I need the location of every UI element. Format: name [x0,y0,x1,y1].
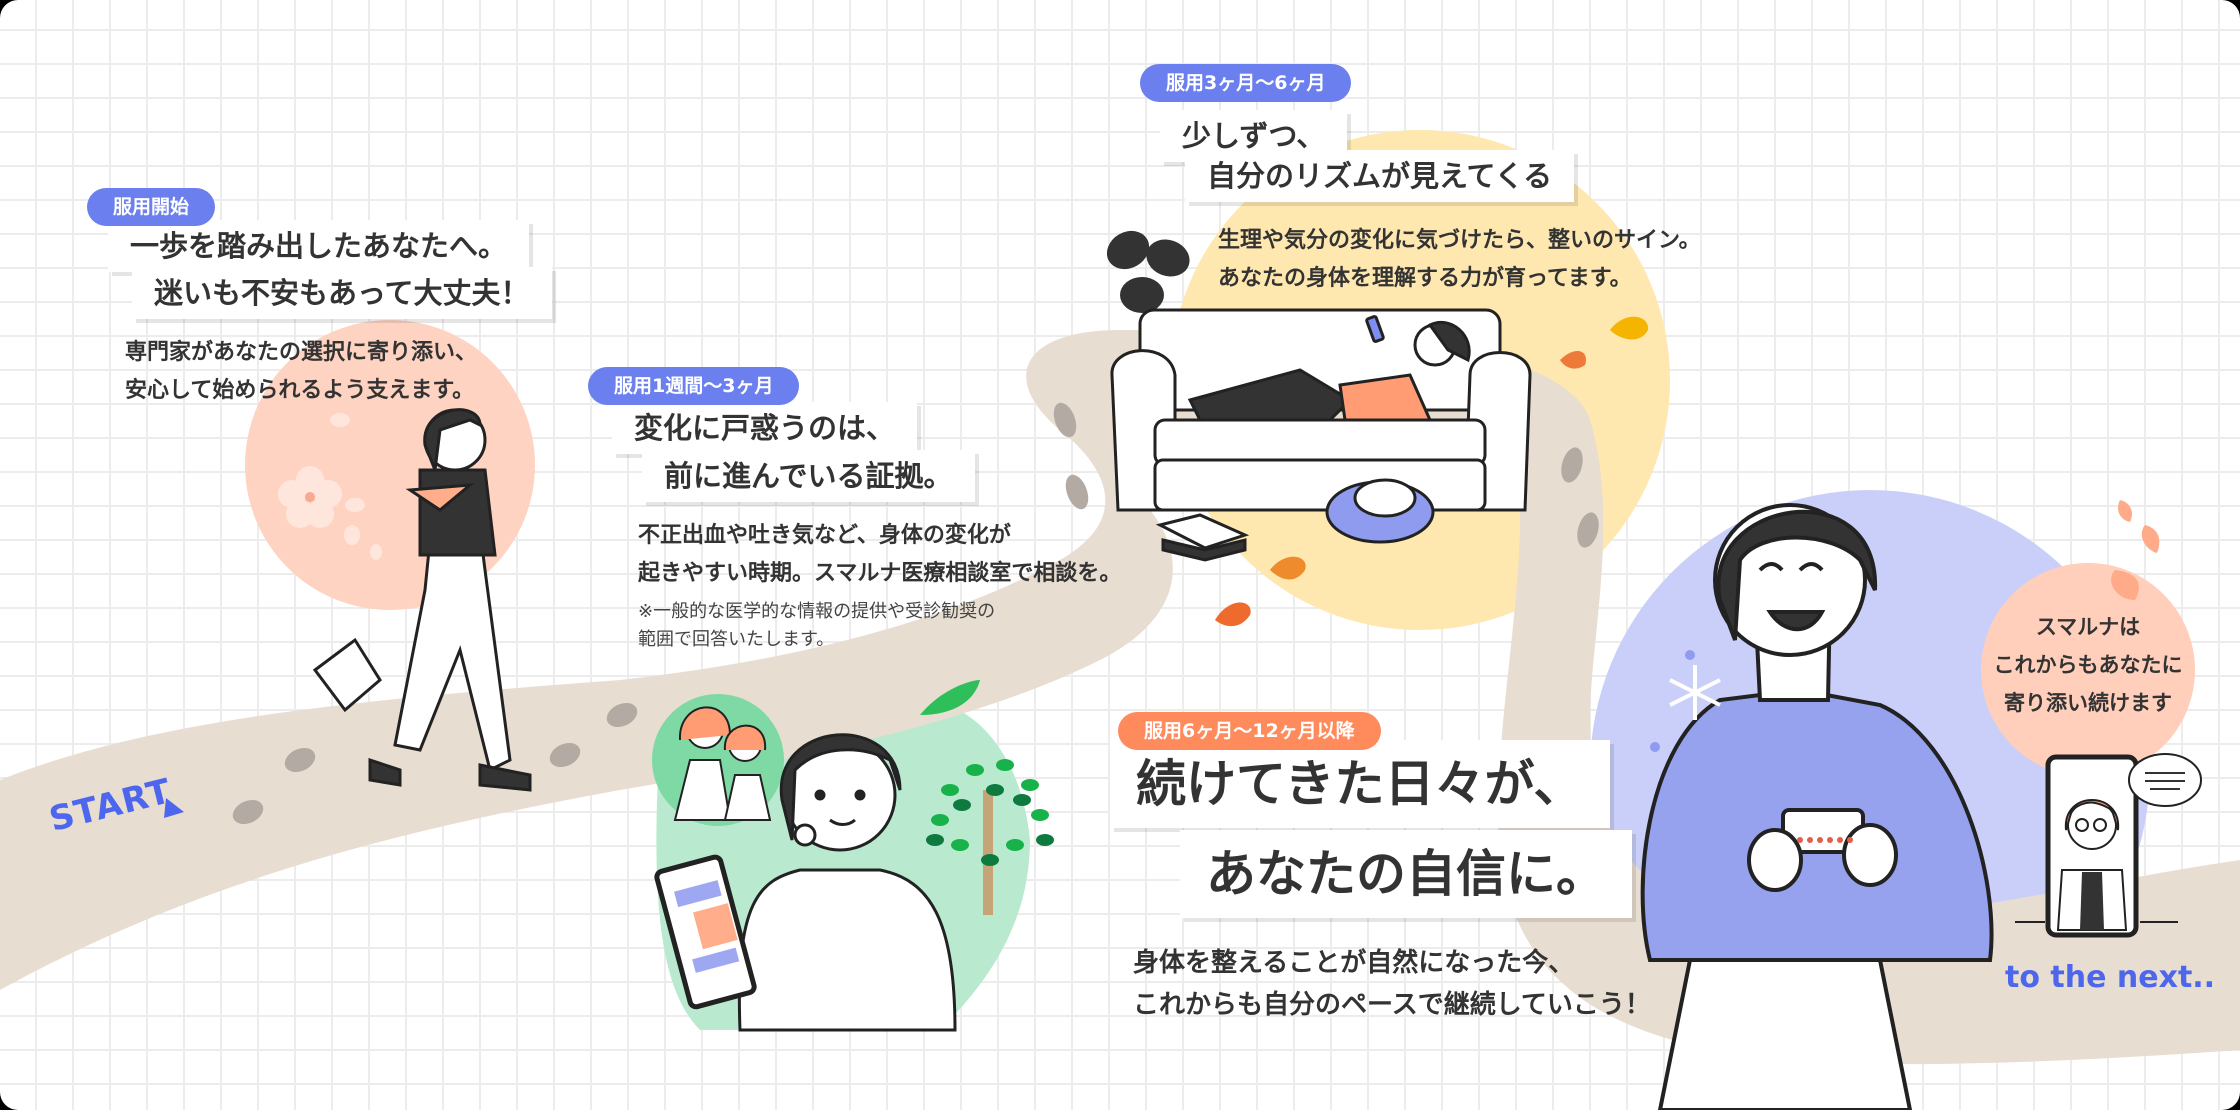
autumn-leaves-icon [1215,316,1649,627]
stage-note-line1: ※一般的な医学的な情報の提供や受診勧奨の [638,601,996,622]
support-message: スマルナは これからもあなたに 寄り添い続けます [1981,608,2195,722]
stage-badge: 服用6ヶ月〜12ヶ月以降 [1118,712,1381,750]
walking-woman-illustration [312,408,532,792]
stage-body-line2: 起きやすい時期。スマルナ医療相談室で相談を。 [638,561,1122,586]
support-line2: これからもあなたに [1993,653,2183,677]
stage-body-line1: 身体を整えることが自然になった今、 [1133,948,1575,978]
reassured-woman-illustration [737,733,957,1032]
stage-body-line1: 専門家があなたの選択に寄り添い、 [125,340,478,365]
stage-body-line1: 不正出血や吐き気など、身体の変化が [638,523,1011,548]
plant-icon [1106,230,1190,313]
tree-illustration [926,759,1054,915]
stage-note-line2: 範囲で回答いたします。 [638,629,835,650]
chat-phone-illustration [654,854,757,1010]
stage-headline-line1: 続けてきた日々が、 [1110,740,1610,828]
stage-headline-line2: 前に進んでいる証拠。 [642,450,975,502]
stage-headline-line2: あなたの自信に。 [1180,830,1632,918]
stage-body-line1: 生理や気分の変化に気づけたら、整いのサイン。 [1218,228,1701,253]
stage-headline-line1: 一歩を踏み出したあなたへ。 [108,220,530,272]
next-label: to the next.. [2005,960,2216,995]
heart-petals-icon [2111,500,2160,600]
confident-woman-illustration [1640,503,1994,1110]
doctors-illustration [673,706,772,821]
stage-headline-line2: 自分のリズムが見えてくる [1185,150,1575,202]
support-line1: スマルナは [2035,615,2141,639]
stage-body-line2: これからも自分のペースで継続していこう！ [1133,990,1651,1020]
stage-badge: 服用3ヶ月〜6ヶ月 [1140,64,1352,102]
snowflake-icon [1669,665,1721,720]
sofa-illustration [1110,308,1532,562]
footprints [232,402,1599,825]
stage-body-line2: あなたの身体を理解する力が育ってます。 [1218,266,1632,291]
stage-headline-line2: 迷いも不安もあって大丈夫！ [132,267,552,319]
stage-body-line2: 安心して始められるよう支えます。 [125,378,475,403]
doctor-phone-illustration [2015,753,2202,938]
pill-pack-icon [1797,837,1853,843]
start-arrow-icon [164,798,184,818]
leaf-icon [920,680,980,715]
stage-headline-line1: 変化に戸惑うのは、 [612,402,918,454]
support-circle [1981,563,2195,777]
sakura-icon [278,413,382,560]
stage-badge: 服用1週間〜3ヶ月 [588,367,800,405]
support-line3: 寄り添い続けます [2004,691,2172,715]
stage-badge: 服用開始 [87,188,216,226]
